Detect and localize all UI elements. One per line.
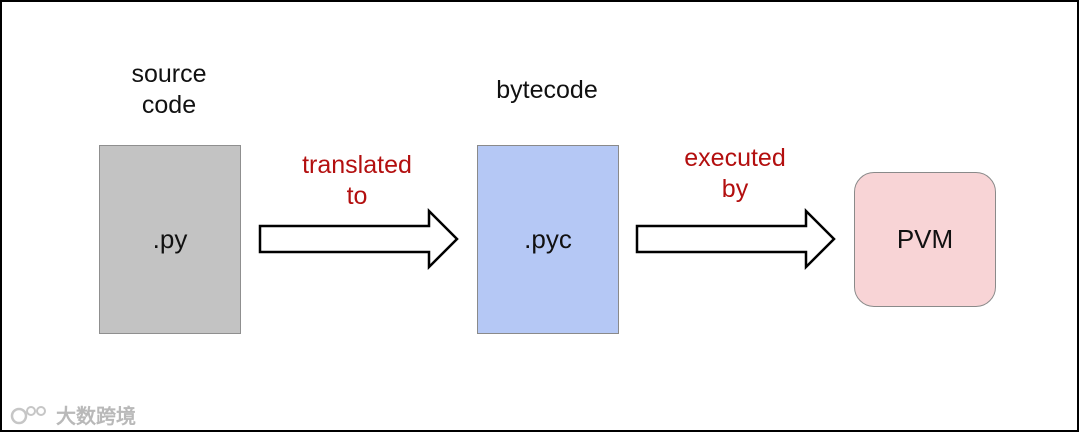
pvm-label: PVM <box>896 224 954 254</box>
py-file-label: .py <box>152 224 188 254</box>
translated-to-label: translated to <box>302 151 412 210</box>
translate-arrow <box>258 207 459 271</box>
watermark-text: 大数跨境 <box>56 406 136 428</box>
pyc-file-label: .pyc <box>524 224 572 254</box>
execute-arrow <box>635 207 836 271</box>
watermark: 大数跨境 <box>10 400 136 429</box>
source-code-caption: source code <box>131 60 207 119</box>
bytecode-caption: bytecode <box>496 76 598 104</box>
executed-by-label: executed by <box>684 144 786 203</box>
pvm-box: PVM <box>854 172 996 307</box>
pyc-file-box: .pyc <box>477 145 619 334</box>
watermark-logo-icon <box>10 405 46 424</box>
py-file-box: .py <box>99 145 241 334</box>
